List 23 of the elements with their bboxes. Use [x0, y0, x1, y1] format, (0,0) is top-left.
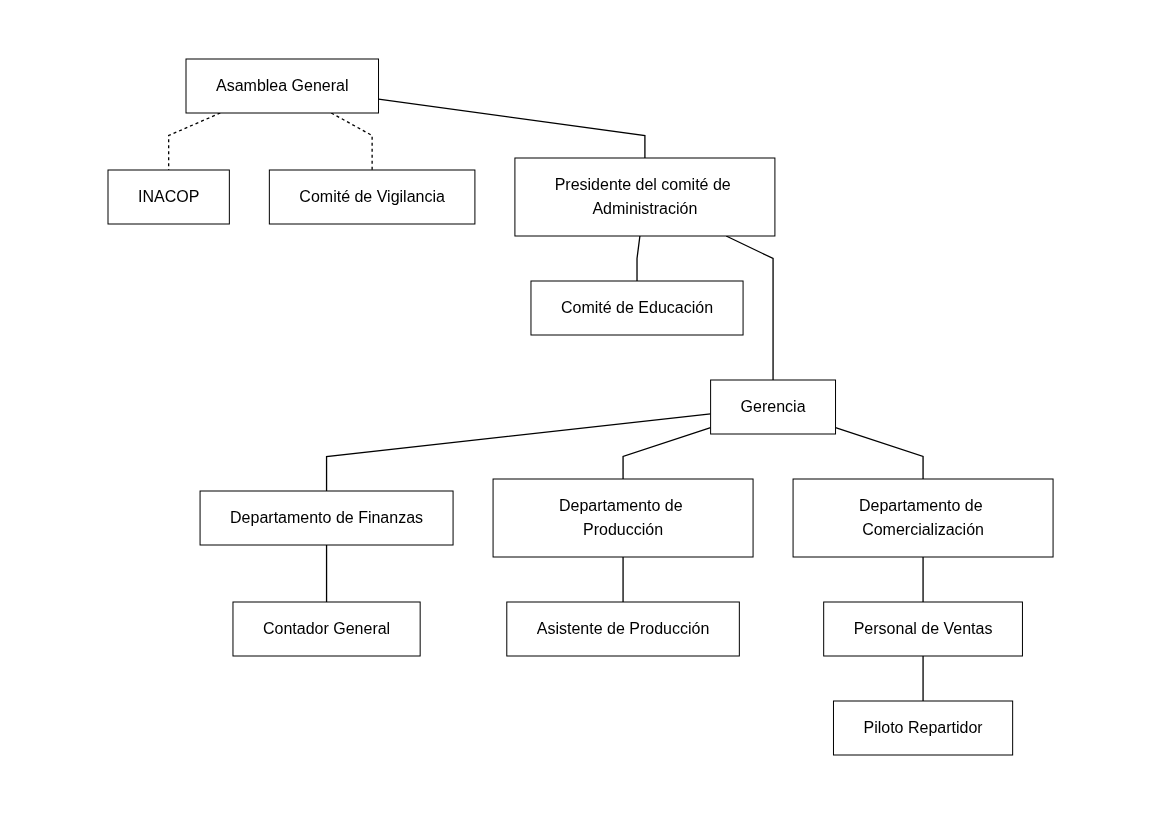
connector: [325, 543, 328, 603]
node-box: Comité de Educación: [530, 280, 744, 335]
connector: [325, 412, 712, 492]
node-box: Contador General: [232, 601, 421, 656]
connector: [636, 234, 641, 282]
node-box: INACOP: [107, 169, 230, 224]
node-box: Piloto Repartidor: [832, 700, 1014, 755]
node-box: Asamblea General: [185, 58, 379, 113]
connector: [622, 426, 712, 480]
connector: [834, 426, 924, 480]
connector: [377, 98, 646, 159]
node-box: Presidente del comité de Administración: [514, 157, 776, 236]
connector: [922, 654, 924, 702]
connector: [922, 555, 924, 603]
node-box: Personal de Ventas: [823, 601, 1023, 656]
node-box: Departamento de Comercialización: [792, 478, 1054, 557]
connector: [725, 234, 774, 381]
node-box: Departamento de Finanzas: [199, 490, 454, 545]
node-box: Asistente de Producción: [506, 601, 740, 656]
node-box: Departamento de Producción: [492, 478, 754, 557]
node-box: Comité de Vigilancia: [268, 169, 476, 224]
connector: [622, 555, 624, 603]
node-box: Gerencia: [710, 379, 836, 434]
